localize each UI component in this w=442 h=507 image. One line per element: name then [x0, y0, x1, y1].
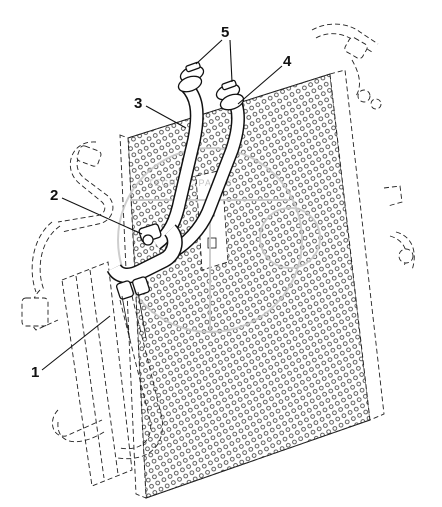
callout-2: 2 [50, 187, 143, 235]
radiator-core [119, 69, 385, 499]
right-side-pipe [383, 185, 415, 271]
radiator-side-tank [21, 261, 133, 487]
callout-4: 4 [237, 53, 292, 105]
callout-label-4: 4 [283, 53, 292, 70]
callout-1: 1 [31, 315, 111, 381]
callout-label-5: 5 [221, 24, 229, 41]
lower-hose [117, 295, 163, 460]
callout-5: 5 [195, 24, 233, 83]
callout-3: 3 [134, 95, 187, 129]
hose-clamps-5 [185, 61, 237, 91]
hose-junction-2 [106, 223, 183, 341]
upper-right-hose [311, 23, 382, 110]
callout-label-3: 3 [134, 95, 142, 112]
callout-label-1: 1 [31, 364, 39, 381]
callout-label-2: 2 [50, 187, 58, 204]
